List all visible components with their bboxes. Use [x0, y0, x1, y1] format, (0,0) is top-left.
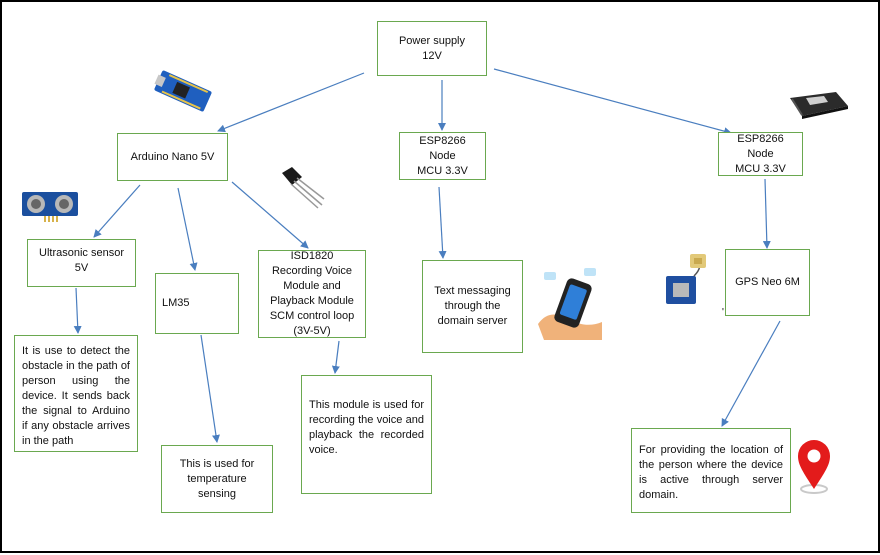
arrow-esp1-to-text	[438, 186, 447, 259]
arrow-arduino-to-isd1820	[231, 181, 309, 249]
stray-mark: '	[722, 307, 724, 318]
phone-messaging-icon	[538, 268, 602, 340]
lm35-box: LM35	[155, 273, 239, 334]
power-supply-box: Power supply 12V	[377, 21, 487, 76]
esp8266-board-icon	[790, 92, 848, 119]
arrow-esp2-to-gps	[762, 178, 771, 249]
text-messaging-box: Text messaging through the domain server	[422, 260, 523, 353]
arrow-arduino-to-lm35	[177, 187, 198, 271]
lm35-description-box: This is used for temperature sensing	[161, 445, 273, 513]
ultrasonic-description-box: It is use to detect the obstacle in the …	[14, 335, 138, 452]
lm35-sensor-icon	[282, 167, 325, 209]
arrow-arduino-to-ultrasonic	[93, 184, 141, 238]
ultrasonic-sensor-icon	[22, 192, 78, 222]
esp8266-node-box-1: ESP8266 Node MCU 3.3V	[399, 132, 486, 180]
isd1820-box: ISD1820 Recording Voice Module and Playb…	[258, 250, 366, 338]
ultrasonic-sensor-box: Ultrasonic sensor 5V	[27, 239, 136, 287]
arduino-nano-box: Arduino Nano 5V	[117, 133, 228, 181]
isd1820-description-box: This module is used for recording the vo…	[301, 375, 432, 494]
arrow-lm35-to-desc	[200, 334, 220, 443]
esp8266-node-box-2: ESP8266 Node MCU 3.3V	[718, 132, 803, 176]
location-pin-icon	[798, 440, 830, 494]
arduino-nano-board-icon	[154, 70, 212, 112]
arrow-ultrasonic-to-desc	[73, 287, 82, 334]
arrow-isd1820-to-desc	[331, 340, 340, 374]
gps-module-icon	[666, 254, 706, 304]
gps-neo-box: GPS Neo 6M	[725, 249, 810, 316]
arrow-gps-to-desc	[721, 320, 781, 427]
arrow-power-to-esp2	[493, 68, 732, 136]
arrow-power-to-arduino	[217, 72, 365, 133]
gps-description-box: For providing the location of the person…	[631, 428, 791, 513]
